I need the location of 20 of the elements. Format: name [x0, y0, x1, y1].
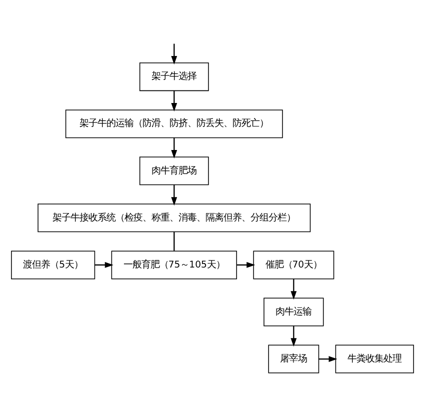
- node-box: 催肥（70天）: [253, 250, 334, 280]
- node-box: 肉牛育肥场: [139, 156, 209, 186]
- arrow: [318, 356, 338, 362]
- arrow: [290, 326, 297, 347]
- node-box: 一般育肥（75～105天）: [111, 250, 237, 280]
- node-box: 架子牛的运输（防滑、防挤、防丢失、防死亡）: [65, 110, 283, 138]
- node-box: 渡但养（5天）: [11, 250, 96, 280]
- arrow: [290, 279, 297, 300]
- arrow: [171, 138, 178, 159]
- arrow: [94, 262, 114, 268]
- node-box: 架子牛选择: [139, 62, 209, 92]
- node-box: 屠宰场: [268, 344, 320, 374]
- node-box: 牛粪收集处理: [335, 344, 414, 374]
- arrow: [171, 90, 178, 112]
- node-box: 肉牛运输: [264, 298, 324, 326]
- arrow: [236, 262, 256, 268]
- arrow: [171, 44, 178, 64]
- arrow: [171, 185, 178, 206]
- connector: [174, 232, 175, 251]
- node-box: 架子牛接收系统（检疫、称重、消毒、隔离但养、分组分栏）: [38, 204, 311, 232]
